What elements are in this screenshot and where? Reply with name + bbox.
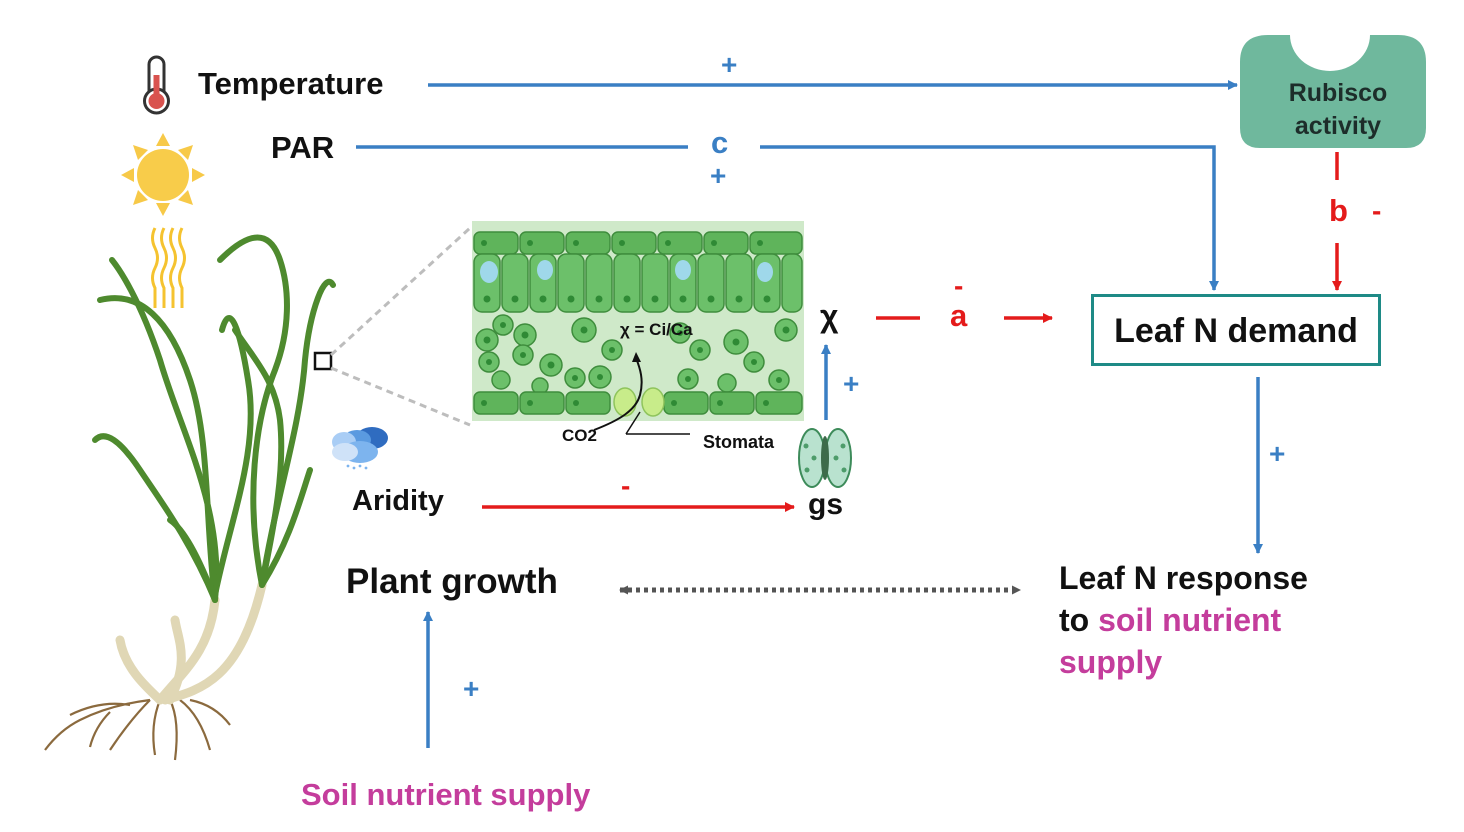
stomata-label: Stomata (703, 432, 775, 452)
leaf-cross-section (472, 221, 804, 435)
chi-letter: a (950, 298, 968, 333)
leaf-n-response-line-2: to soil nutrient (1059, 602, 1281, 639)
rubisco-line-2: activity (1294, 112, 1382, 140)
par-sign: + (710, 160, 727, 191)
rubisco-shape (1240, 35, 1426, 148)
sun-icon (121, 133, 205, 308)
chi-label: χ (820, 298, 839, 334)
rubisco-letter: b (1329, 193, 1348, 228)
plant-growth-label: Plant growth (346, 562, 558, 601)
leaf-n-response-line-1: Leaf N response (1059, 560, 1308, 596)
aridity-sign: - (621, 470, 631, 501)
cloud-rain-icon (332, 427, 388, 470)
chi-sign: - (954, 270, 964, 301)
leaf-n-response-soil: soil nutrient (1098, 602, 1282, 638)
stomata-icon (798, 428, 852, 488)
temperature-label: Temperature (198, 66, 384, 101)
zoom-lines (329, 226, 472, 427)
arrow-par-demand (356, 145, 1214, 290)
demand-sign: + (1269, 438, 1286, 469)
par-letter: c (711, 125, 729, 160)
soil-sign: + (463, 673, 480, 704)
chi-formula-label: χ = Ci/Ca (620, 320, 693, 339)
rubisco-sign: - (1372, 195, 1382, 226)
gs-label: gs (808, 488, 844, 521)
rubisco-line-1: Rubisco (1288, 79, 1388, 107)
leaf-n-demand-box: Leaf N demand (1091, 294, 1381, 366)
thermometer-icon (143, 55, 170, 115)
leaf-n-response-line-3: supply (1059, 644, 1163, 680)
aridity-label: Aridity (352, 485, 444, 517)
temperature-sign: + (721, 49, 738, 80)
rubisco-activity-label: Rubisco activity (1258, 77, 1418, 143)
leaf-n-demand-label: Leaf N demand (1114, 312, 1358, 350)
soil-nutrient-supply-label: Soil nutrient supply (301, 777, 591, 812)
co2-label: CO2 (562, 426, 597, 445)
leaf-n-response-to: to (1059, 602, 1090, 638)
par-label: PAR (271, 130, 335, 165)
plant-icon (44, 234, 336, 761)
gs-sign: + (843, 368, 860, 399)
